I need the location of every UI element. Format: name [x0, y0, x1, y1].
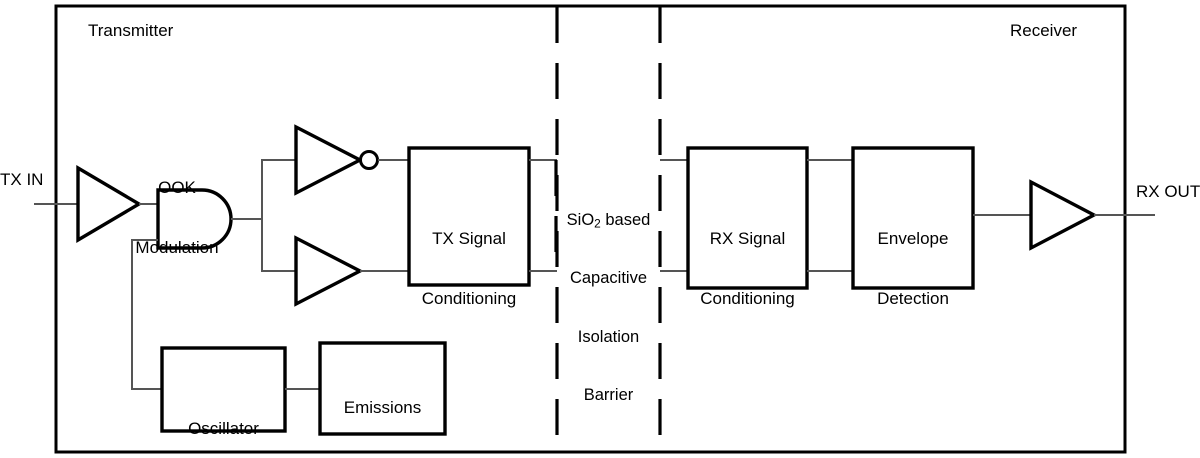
- barrier-sio2-suffix: based: [600, 210, 651, 229]
- rx-signal-conditioning-box: [686, 146, 809, 290]
- tx-signal-conditioning-label: TX Signal Conditioning: [409, 189, 529, 349]
- output-buffer-icon: [1029, 179, 1098, 251]
- isolation-barrier-line-1: SiO2 based: [557, 211, 660, 231]
- tx-signal-conditioning-box: [407, 146, 531, 287]
- rx-signal-conditioning-line-2: Conditioning: [700, 289, 795, 309]
- oscillator-box: [160, 346, 287, 433]
- inverter-bubble-icon: [359, 150, 379, 170]
- port-label-rx-out: RX OUT: [1136, 182, 1200, 201]
- and-gate-icon: [156, 188, 233, 250]
- port-label-tx-in: TX IN: [0, 170, 44, 189]
- section-label-transmitter: Transmitter: [88, 21, 174, 40]
- ook-modulation-line-1: OOK: [158, 178, 196, 198]
- envelope-detection-label: Envelope Detection: [853, 189, 973, 349]
- barrier-sio2-prefix: SiO: [566, 210, 595, 229]
- envelope-detection-line-2: Detection: [877, 289, 949, 309]
- system-frame: [54, 4, 1127, 454]
- buffer-bottom-icon: [294, 235, 364, 307]
- envelope-detection-line-1: Envelope: [877, 229, 949, 249]
- inverter-top-icon: [294, 124, 364, 196]
- rx-signal-conditioning-line-1: RX Signal: [709, 229, 786, 249]
- tx-signal-conditioning-line-1: TX Signal: [432, 229, 506, 249]
- wire-oscillator-feedback: [131, 239, 162, 390]
- isolation-barrier-line-4: Barrier: [583, 386, 634, 405]
- rx-signal-conditioning-label: RX Signal Conditioning: [687, 189, 808, 349]
- barrier-sio2-subscript: 2: [594, 216, 601, 231]
- isolation-barrier-label: SiO2 based Capacitive Isolation Barrier: [557, 172, 660, 445]
- oscillator-line-1: Oscillator: [188, 419, 259, 439]
- input-buffer-icon: [76, 165, 143, 243]
- emissions-reduction-label: Emissions Reduction Techniques: [320, 358, 445, 458]
- isolation-barrier-line-2: Capacitive: [569, 269, 648, 288]
- envelope-detection-box: [851, 146, 975, 290]
- oscillator-label: Oscillator: [162, 379, 285, 458]
- emissions-reduction-box: [318, 341, 447, 436]
- wire-and-split-top: [261, 159, 296, 219]
- tx-signal-conditioning-line-2: Conditioning: [421, 289, 517, 309]
- wire-and-split-bottom: [261, 219, 296, 272]
- annotation-ook-modulation: OOK Modulation: [112, 138, 242, 298]
- isolation-barrier-line-3: Isolation: [577, 327, 640, 346]
- section-label-receiver: Receiver: [1010, 21, 1078, 40]
- ook-modulation-line-2: Modulation: [135, 238, 219, 258]
- emissions-reduction-line-1: Emissions: [343, 398, 422, 418]
